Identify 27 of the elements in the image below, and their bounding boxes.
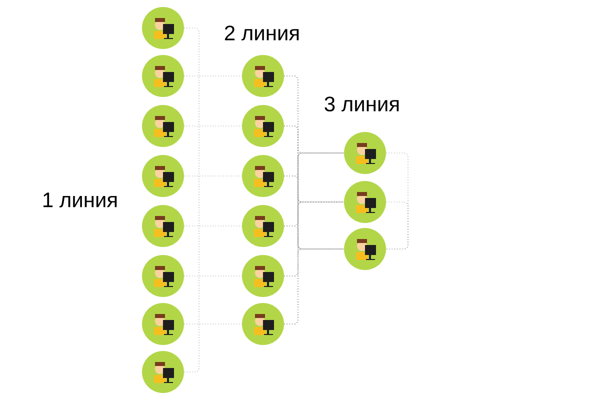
connector-line — [284, 248, 344, 324]
person-at-computer-icon — [242, 105, 284, 147]
connector-line — [184, 28, 200, 372]
person-at-computer-icon — [344, 181, 386, 223]
person-at-computer-icon — [344, 132, 386, 174]
person-at-computer-icon — [142, 105, 184, 147]
person-at-computer-icon — [242, 205, 284, 247]
person-at-computer-icon — [242, 55, 284, 97]
person-at-computer-icon — [242, 155, 284, 197]
person-at-computer-icon — [142, 155, 184, 197]
connector-line — [284, 176, 344, 250]
person-at-computer-icon — [142, 351, 184, 393]
person-at-computer-icon — [344, 228, 386, 270]
person-at-computer-icon — [142, 205, 184, 247]
line-label: 1 линия — [44, 192, 117, 208]
person-at-computer-icon — [242, 255, 284, 297]
line-label: 2 линия — [224, 26, 299, 40]
line-label: 3 линия — [324, 96, 399, 112]
person-at-computer-icon — [242, 303, 284, 345]
person-at-computer-icon — [142, 255, 184, 297]
connector-line — [386, 202, 408, 250]
connector-line — [386, 152, 408, 250]
person-at-computer-icon — [142, 7, 184, 49]
connector-line — [284, 76, 344, 250]
person-at-computer-icon — [142, 303, 184, 345]
connector-line — [284, 248, 344, 276]
person-at-computer-icon — [142, 55, 184, 97]
